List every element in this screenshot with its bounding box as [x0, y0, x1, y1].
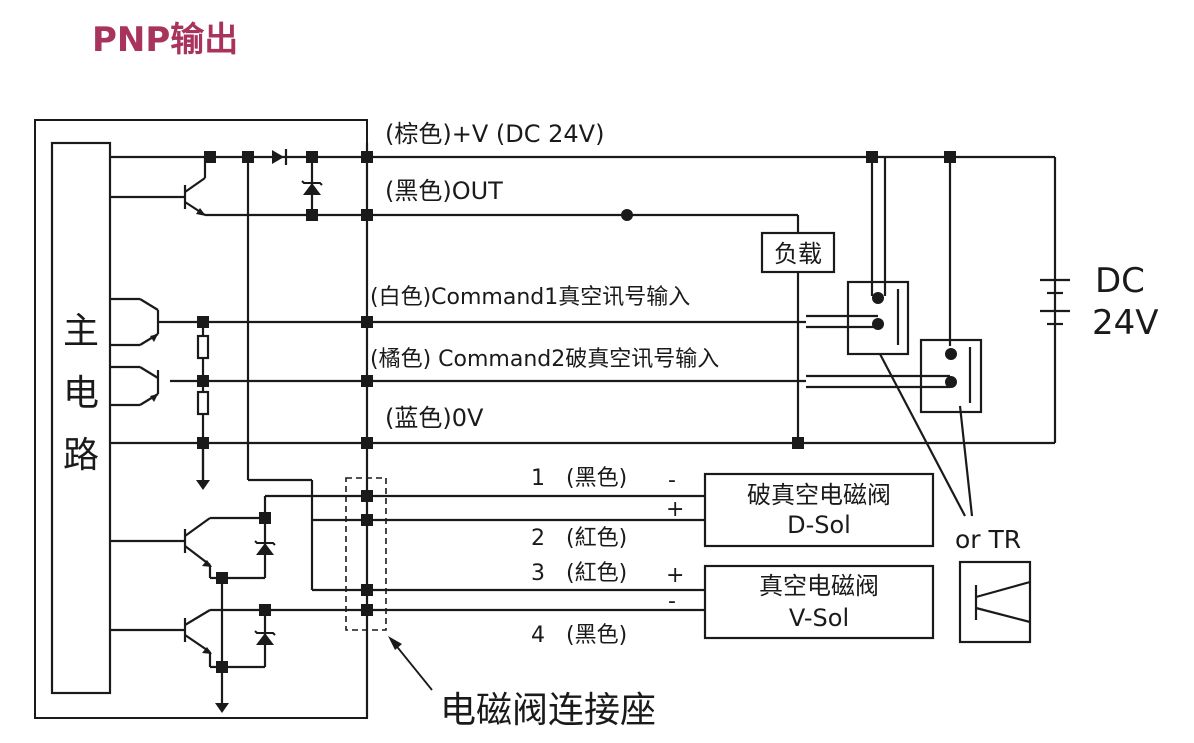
or-tr-box: [958, 560, 1032, 644]
main-circuit-box: [50, 141, 112, 695]
pin-4-number: 4: [531, 623, 545, 648]
d-sol-label-cn: 破真空电磁阀: [747, 481, 891, 509]
wire-brown-label: (棕色)+V (DC 24V): [385, 120, 604, 148]
page-title: PNP输出: [92, 20, 239, 60]
connector-socket-outline: [345, 477, 387, 631]
d-sol-label-code: D-Sol: [787, 511, 851, 539]
pin-1-number: 1: [531, 466, 545, 491]
load-box: [760, 231, 836, 274]
v-sol-label-cn: 真空电磁阀: [759, 572, 879, 600]
pin-4-color: (黑色): [566, 623, 627, 648]
main-circuit-char-1: 主: [63, 311, 99, 352]
pin-1-sign: -: [668, 468, 676, 493]
v-sol-valve-box: [703, 564, 935, 640]
main-circuit-char-2: 电: [63, 373, 99, 414]
wire-blue-label: (蓝色)0V: [385, 404, 484, 432]
or-tr-label: or TR: [955, 525, 1021, 554]
zener-symbol: [303, 183, 321, 195]
command1-contact-box: [846, 280, 910, 356]
pin-2-color: (紅色): [566, 526, 627, 551]
pin-3-sign: +: [666, 563, 684, 588]
pin-4-sign: -: [668, 589, 676, 614]
wire-black-out-label: (黑色)OUT: [385, 177, 503, 205]
pin-3-number: 3: [531, 561, 545, 586]
main-circuit-char-3: 路: [63, 435, 99, 476]
ground-arrow: [196, 480, 210, 490]
pin-3-color: (紅色): [566, 561, 627, 586]
pin-2-number: 2: [531, 526, 545, 551]
connector-socket-label: 电磁阀连接座: [440, 690, 656, 731]
d-sol-valve-box: [703, 472, 935, 548]
v-sol-label-code: V-Sol: [789, 604, 849, 632]
command2-contact-box: [919, 338, 983, 414]
wire-orange-label: (橘色) Command2破真空讯号输入: [370, 347, 719, 372]
diode-symbol: [272, 150, 284, 164]
load-label: 负载: [774, 240, 822, 268]
power-label-dc: DC: [1095, 261, 1145, 301]
power-label-voltage: 24V: [1092, 303, 1159, 343]
pin-1-color: (黑色): [566, 466, 627, 491]
ground-arrow: [215, 703, 229, 713]
wire-white-label: (白色)Command1真空讯号输入: [370, 285, 690, 310]
pin-2-sign: +: [666, 497, 684, 522]
